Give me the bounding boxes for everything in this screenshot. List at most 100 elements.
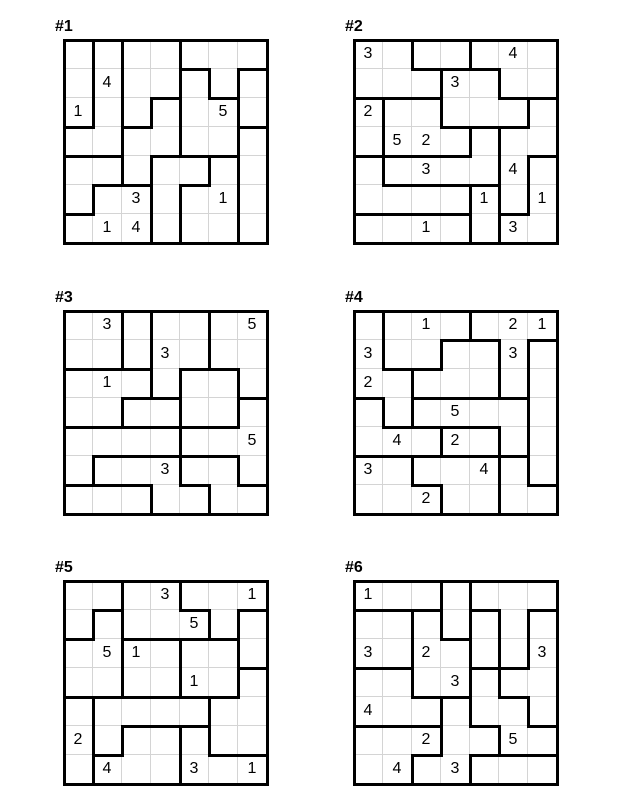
- region-border: [439, 183, 472, 187]
- region-border: [236, 367, 240, 400]
- region-border: [91, 67, 95, 100]
- region-border: [207, 695, 211, 728]
- region-border: [381, 454, 414, 458]
- region-border: [207, 608, 211, 641]
- grid-cell: [64, 610, 93, 639]
- grid-cell: [151, 726, 180, 755]
- region-border: [236, 96, 240, 129]
- grid-cell: [441, 610, 470, 639]
- grid-cell: [64, 697, 93, 726]
- region-border: [207, 154, 211, 187]
- grid-cell: [499, 369, 528, 398]
- grid-cell: [151, 639, 180, 668]
- region-border: [62, 425, 95, 429]
- grid-cell: [151, 185, 180, 214]
- region-border: [62, 637, 95, 641]
- region-border: [149, 309, 153, 342]
- grid-cell: [122, 697, 151, 726]
- region-border: [236, 396, 240, 429]
- region-border: [120, 338, 124, 371]
- grid-cell: [64, 427, 93, 456]
- region-border: [439, 125, 472, 129]
- region-border: [120, 608, 124, 641]
- region-border: [207, 96, 240, 100]
- region-border: [149, 724, 182, 728]
- grid-cell: [180, 726, 209, 755]
- region-border: [178, 38, 182, 71]
- region-border: [468, 125, 501, 129]
- grid-cell: 3: [499, 340, 528, 369]
- grid-cell: [122, 340, 151, 369]
- grid-cell: [180, 485, 209, 514]
- grid-cell: 3: [499, 214, 528, 243]
- region-border: [410, 454, 443, 458]
- grid-cell: [93, 40, 122, 69]
- grid-cell: [93, 398, 122, 427]
- grid-cell: [93, 127, 122, 156]
- grid-cell: [383, 69, 412, 98]
- grid-cell: [209, 581, 238, 610]
- grid-cell: 3: [441, 755, 470, 784]
- grid-cell: 1: [238, 755, 267, 784]
- region-border: [207, 724, 211, 757]
- region-border: [236, 125, 269, 129]
- grid-cell: [528, 398, 557, 427]
- grid-cell: [180, 697, 209, 726]
- grid-cell: [93, 581, 122, 610]
- region-border: [178, 96, 182, 129]
- grid-cell: 3: [151, 340, 180, 369]
- grid-cell: [528, 40, 557, 69]
- region-border: [207, 753, 240, 757]
- region-border: [410, 454, 414, 487]
- grid-cell: [180, 369, 209, 398]
- region-border: [381, 367, 414, 371]
- grid-cell: [441, 340, 470, 369]
- grid-cell: [470, 610, 499, 639]
- grid-cell: 3: [151, 581, 180, 610]
- grid-cell: [209, 398, 238, 427]
- region-border: [178, 425, 182, 458]
- grid-cell: [64, 639, 93, 668]
- region-border: [497, 96, 530, 100]
- region-border: [236, 212, 240, 245]
- grid-cell: 1: [93, 214, 122, 243]
- region-border: [439, 579, 443, 612]
- region-border: [178, 637, 182, 670]
- grid-cell: [441, 156, 470, 185]
- grid-cell: [470, 69, 499, 98]
- grid-cell: [383, 398, 412, 427]
- grid-cell: [151, 98, 180, 127]
- region-border: [149, 637, 182, 641]
- grid-cell: [93, 340, 122, 369]
- grid-cell: [499, 456, 528, 485]
- grid-cell: [64, 755, 93, 784]
- region-border: [236, 637, 240, 670]
- grid-cell: [441, 697, 470, 726]
- region-border: [497, 724, 501, 757]
- region-border: [149, 96, 182, 100]
- grid-cell: [499, 98, 528, 127]
- grid-cell: 4: [354, 697, 383, 726]
- grid-cell: [412, 610, 441, 639]
- grid-cell: [499, 185, 528, 214]
- grid-cell: [412, 581, 441, 610]
- grid-cell: [470, 639, 499, 668]
- region-border: [526, 154, 559, 158]
- region-border: [178, 154, 211, 158]
- region-border: [352, 212, 385, 216]
- region-border: [178, 367, 182, 400]
- grid-cell: [64, 69, 93, 98]
- region-border: [410, 67, 443, 71]
- region-border: [207, 367, 240, 371]
- region-border: [91, 753, 95, 786]
- grid-cell: 4: [383, 755, 412, 784]
- grid-cell: [209, 311, 238, 340]
- grid-cell: [470, 485, 499, 514]
- region-border: [410, 183, 443, 187]
- region-border: [91, 38, 95, 71]
- grid-cell: [122, 726, 151, 755]
- region-border: [468, 125, 472, 158]
- grid-cell: [151, 156, 180, 185]
- region-border: [91, 367, 124, 371]
